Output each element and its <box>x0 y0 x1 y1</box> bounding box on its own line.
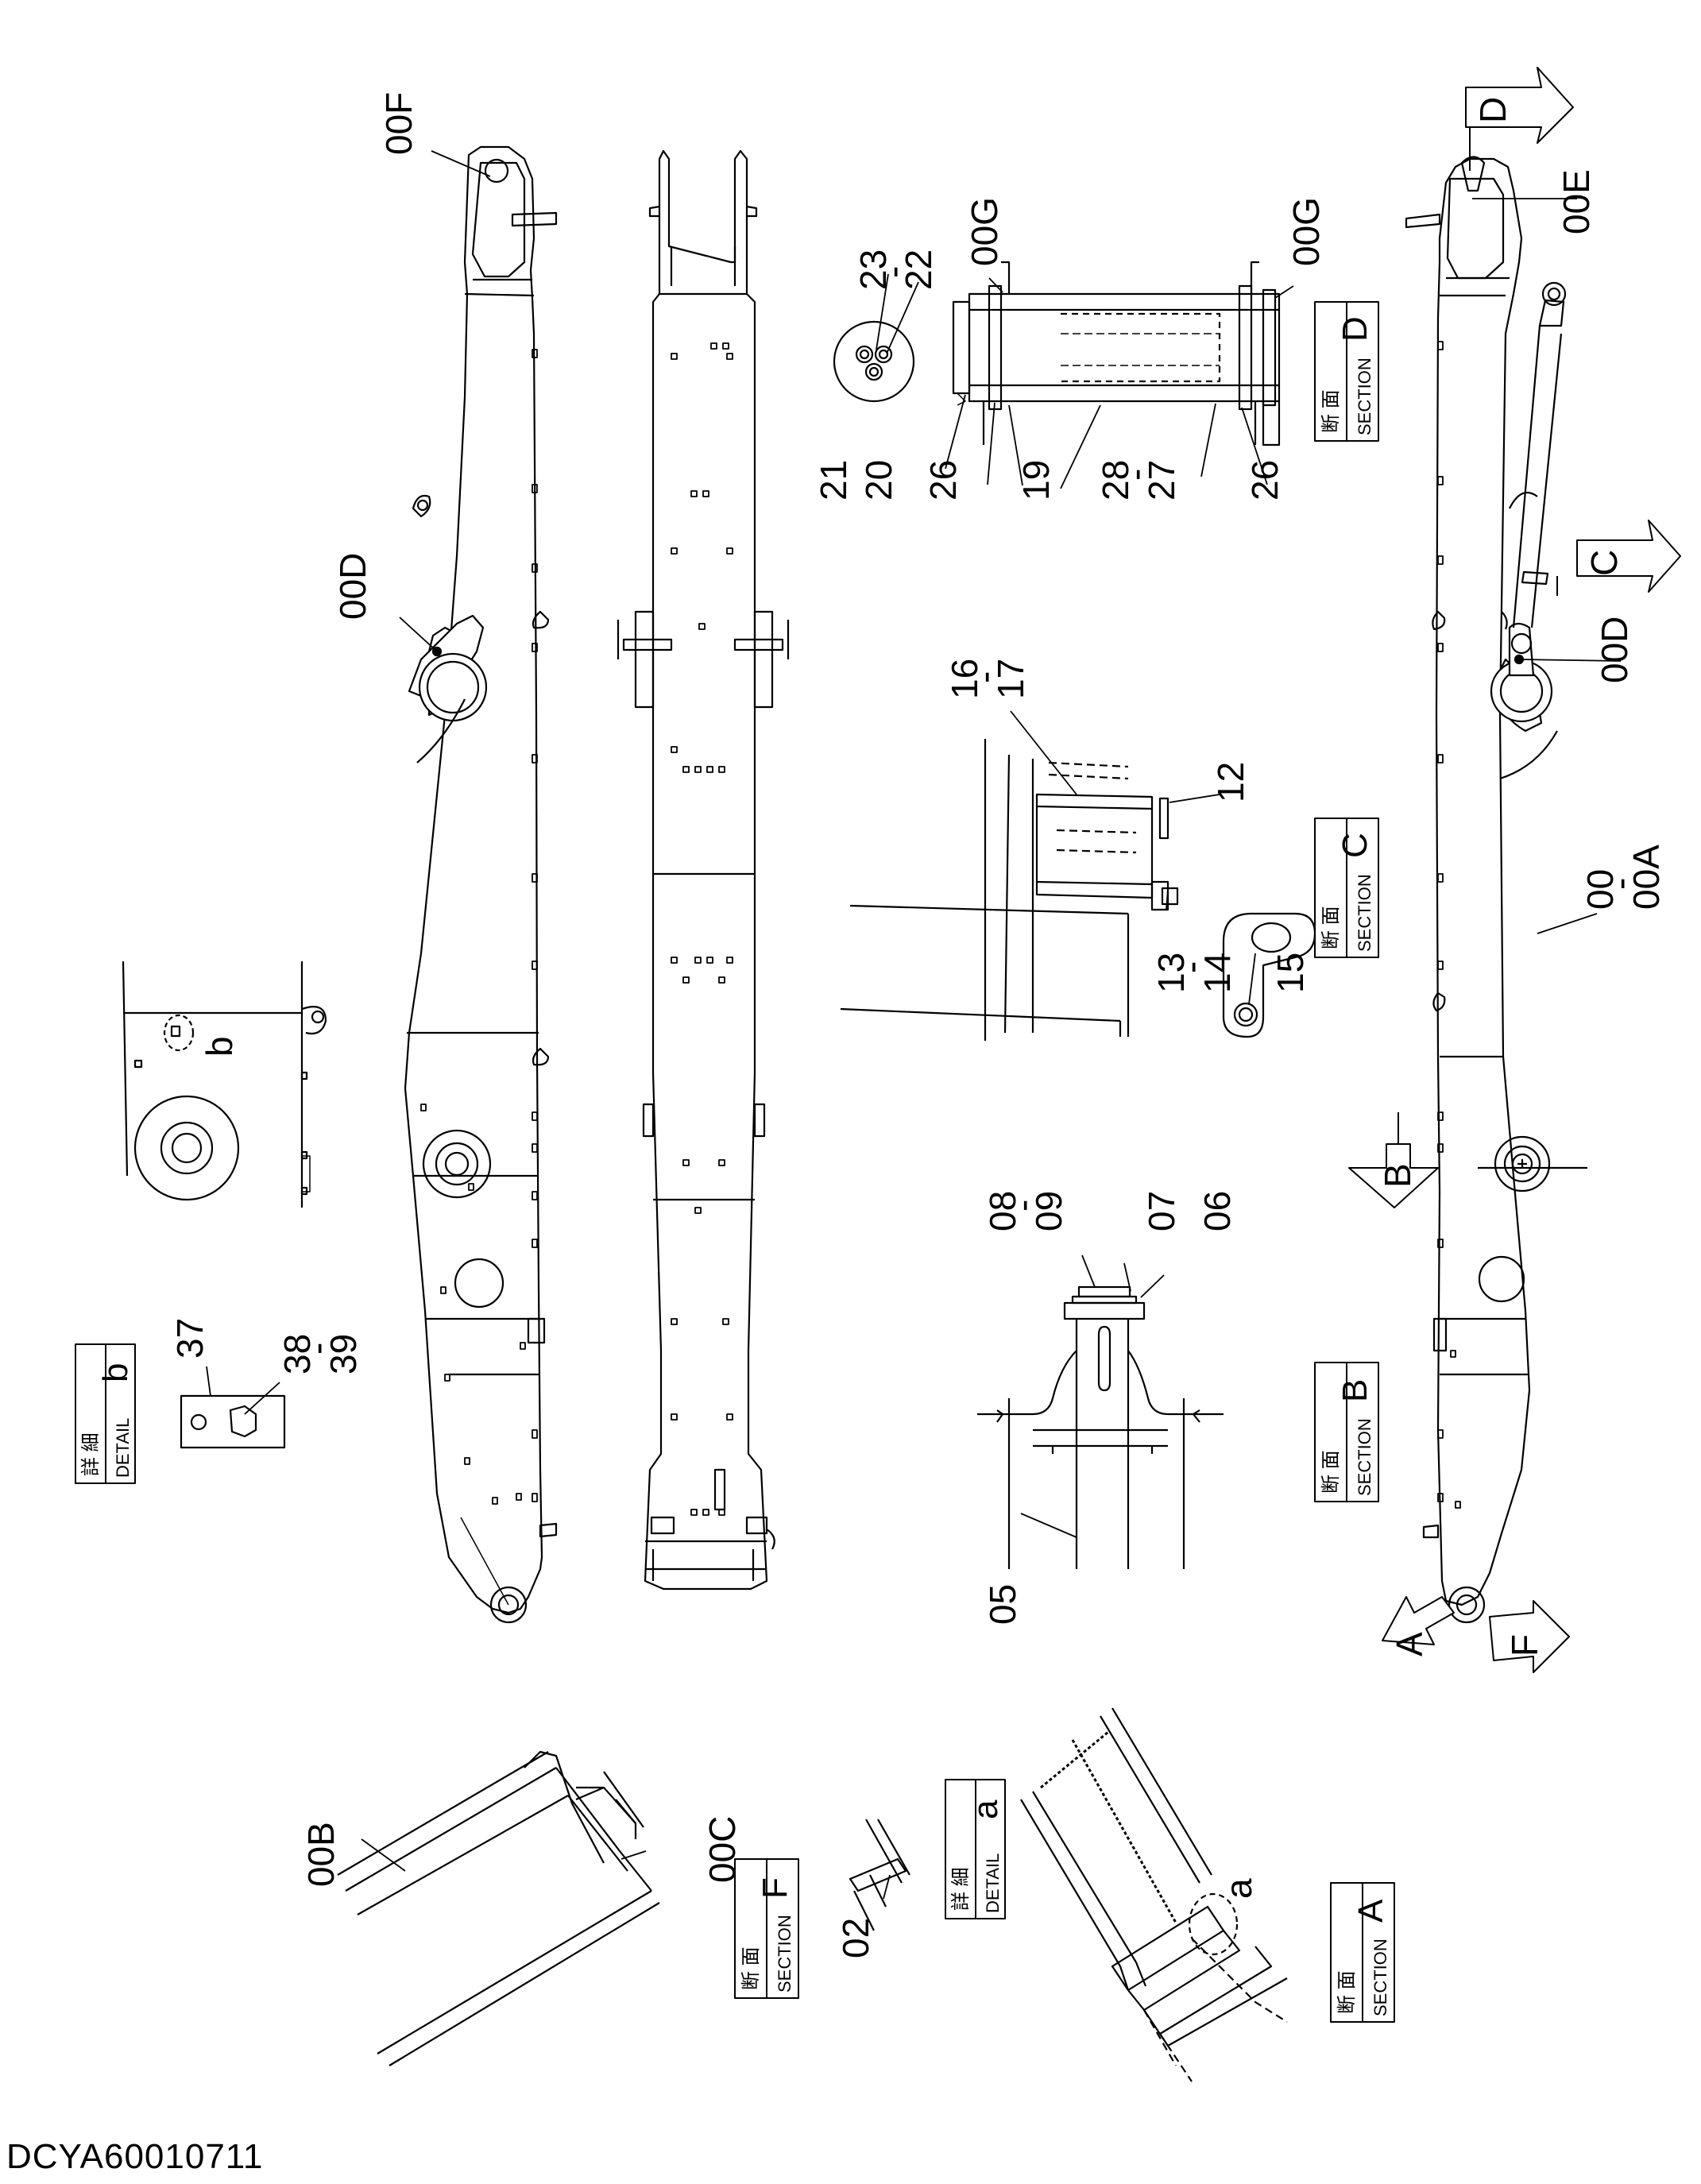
part-number-labels: 00F 00D 00G 00G 23 - 22 21 20 26 19 28 -… <box>169 92 1667 1958</box>
label-14: 14 <box>1196 953 1238 993</box>
drawing-code: DCYA60010711 <box>6 2137 264 2176</box>
box-a-jp: 断 面 <box>1336 1970 1358 2014</box>
info-box-frames <box>75 301 1395 2023</box>
box-detail-b-en: DETAIL <box>113 1418 133 1478</box>
label-05: 05 <box>982 1584 1023 1625</box>
box-detail-b-jp: 詳 細 <box>80 1432 102 1476</box>
box-f-en: SECTION <box>775 1915 794 1993</box>
label-19: 19 <box>1015 460 1057 501</box>
label-07: 07 <box>1141 1191 1182 1231</box>
label-23: 23 <box>852 249 894 290</box>
box-d-jp: 断 面 <box>1320 389 1342 433</box>
box-f-jp: 断 面 <box>740 1946 762 1990</box>
label-b: b <box>199 1036 240 1057</box>
label-21: 21 <box>813 460 854 501</box>
detail-a-view <box>849 1819 910 1931</box>
view-arrow-letters: D C B A F <box>1377 97 1625 1656</box>
label-00C: 00C <box>702 1816 743 1883</box>
label-13: 13 <box>1150 953 1192 993</box>
label-26-a: 26 <box>922 460 964 501</box>
label-dash-08: - <box>1002 1200 1043 1212</box>
section-a-view <box>1020 1707 1288 2082</box>
label-09: 09 <box>1028 1191 1069 1231</box>
label-dash-16: - <box>964 671 1005 683</box>
label-dash-28: - <box>1115 469 1156 481</box>
box-c-letter: C <box>1336 833 1374 858</box>
label-dash-00: - <box>1599 878 1641 890</box>
view-box-labels: 断 面 SECTION D 断 面 SECTION C 断 面 SECTION … <box>80 316 1390 2016</box>
label-00B: 00B <box>300 1822 342 1887</box>
label-a: a <box>1218 1878 1259 1899</box>
label-38: 38 <box>276 1334 318 1374</box>
boom-side-view-right <box>1405 156 1587 1624</box>
label-dash-38: - <box>296 1343 338 1355</box>
label-17: 17 <box>990 659 1031 699</box>
label-12: 12 <box>1210 762 1251 802</box>
box-detail-b-letter: b <box>96 1363 135 1382</box>
box-b-jp: 断 面 <box>1320 1450 1342 1494</box>
label-00E: 00E <box>1556 169 1597 234</box>
box-a-letter: A <box>1351 1899 1390 1923</box>
section-c-cylinder-mount <box>840 739 1316 1041</box>
box-detail-a-letter: a <box>966 1799 1005 1819</box>
box-b-letter: B <box>1336 1379 1374 1402</box>
label-20: 20 <box>858 460 899 501</box>
label-02: 02 <box>835 1918 876 1958</box>
arrow-letter-D: D <box>1472 97 1514 123</box>
section-b-top-plate <box>977 1285 1224 1569</box>
boom-top-view <box>617 149 790 1591</box>
label-37: 37 <box>169 1318 211 1359</box>
view-arrows <box>1348 67 1681 1673</box>
label-28: 28 <box>1095 460 1136 501</box>
box-d-letter: D <box>1336 316 1374 342</box>
box-d-en: SECTION <box>1355 358 1374 435</box>
label-00G-b: 00G <box>1285 197 1327 266</box>
label-00D-right: 00D <box>1594 617 1635 683</box>
label-39: 39 <box>323 1334 364 1374</box>
box-detail-a-jp: 詳 細 <box>950 1867 972 1911</box>
label-00G-a: 00G <box>964 197 1005 266</box>
box-a-en: SECTION <box>1370 1939 1390 2016</box>
leader-lines <box>206 150 1622 1900</box>
label-dash-23: - <box>872 266 914 278</box>
arrow-letter-A: A <box>1389 1632 1430 1656</box>
label-00A: 00A <box>1626 845 1667 910</box>
label-16: 16 <box>944 659 985 699</box>
label-dash-13: - <box>1170 961 1212 973</box>
box-detail-a-en: DETAIL <box>983 1854 1003 1913</box>
arrow-letter-C: C <box>1583 550 1625 576</box>
arrow-letter-F: F <box>1504 1634 1545 1656</box>
boom-side-view-left <box>404 145 558 1624</box>
section-d-pin-assembly <box>833 261 1281 446</box>
label-15: 15 <box>1270 953 1311 993</box>
label-06: 06 <box>1196 1191 1238 1231</box>
box-b-en: SECTION <box>1355 1418 1374 1496</box>
label-27: 27 <box>1141 460 1182 501</box>
section-f-view <box>337 1750 660 2066</box>
box-c-en: SECTION <box>1355 874 1374 952</box>
arrow-letter-B: B <box>1377 1163 1418 1188</box>
box-f-letter: F <box>756 1877 794 1899</box>
box-c-jp: 断 面 <box>1320 906 1342 949</box>
label-00F: 00F <box>378 92 419 155</box>
label-26-b: 26 <box>1244 460 1285 501</box>
label-22: 22 <box>898 249 939 290</box>
label-00D-left: 00D <box>332 553 373 620</box>
label-08: 08 <box>982 1191 1023 1231</box>
detail-b-view <box>122 961 327 1449</box>
label-00: 00 <box>1579 869 1621 910</box>
